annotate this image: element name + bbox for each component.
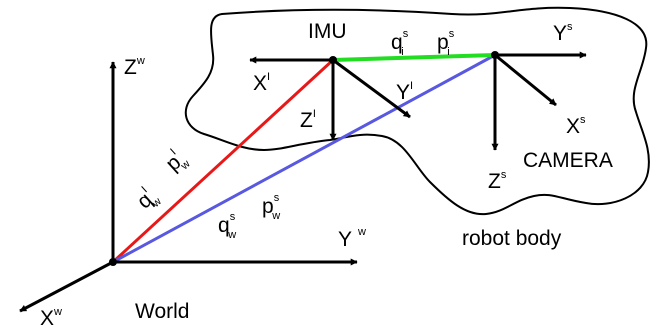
camera-label: CAMERA bbox=[523, 149, 613, 172]
camera-z-label: Zs bbox=[488, 169, 507, 193]
robot-body-outline bbox=[184, 6, 650, 216]
imu-z-label: ZI bbox=[300, 108, 316, 132]
robot-body-label: robot body bbox=[462, 227, 562, 250]
imu-label: IMU bbox=[308, 20, 347, 43]
world-to-imu-line bbox=[111, 58, 335, 264]
world-x-axis bbox=[19, 260, 114, 313]
world-origin-dot bbox=[109, 258, 117, 266]
camera-y-label: Ys bbox=[553, 21, 573, 45]
world-z-label: Zw bbox=[124, 55, 145, 79]
world-label: World bbox=[135, 300, 189, 323]
camera-x-axis bbox=[494, 53, 557, 107]
q-world-imu-label: qIw bbox=[131, 182, 164, 216]
imu-x-label: XI bbox=[253, 71, 270, 95]
imu-origin-dot bbox=[329, 56, 337, 64]
imu-y-axis bbox=[332, 58, 411, 119]
world-x-label: Xw bbox=[40, 306, 62, 329]
imu-y-label: YI bbox=[396, 80, 413, 104]
camera-x-label: Xs bbox=[566, 114, 586, 138]
camera-origin-dot bbox=[491, 51, 499, 59]
world-to-camera-line bbox=[112, 53, 496, 264]
p-world-imu-label: pIw bbox=[159, 145, 192, 179]
imu-to-camera-line bbox=[332, 53, 496, 62]
